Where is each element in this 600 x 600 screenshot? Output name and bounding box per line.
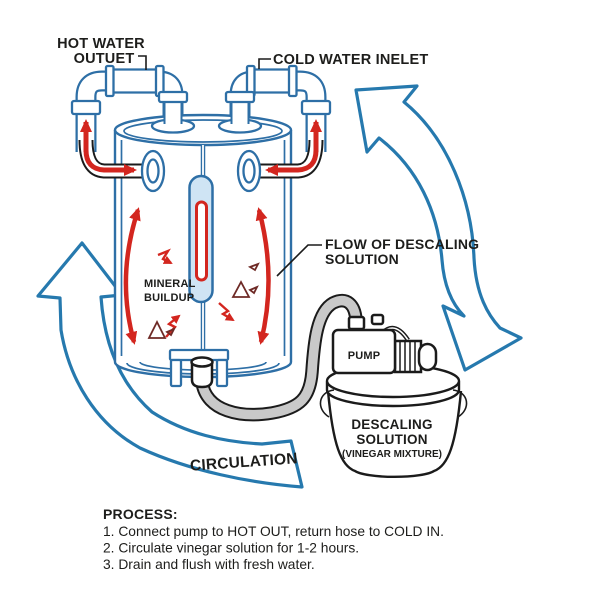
svg-text:FLOW OF DESCALING: FLOW OF DESCALING [325, 236, 479, 252]
bucket-rim-front [325, 380, 461, 408]
pump-label: PUMP [348, 350, 381, 362]
drain-hose [195, 293, 363, 422]
flow-leader-line [276, 244, 322, 277]
pump-body [331, 328, 397, 375]
svg-text:COLD WATER INELET: COLD WATER INELET [273, 52, 428, 68]
bucket-label-line1: DESCALING [351, 417, 432, 432]
svg-text:OUTUET: OUTUET [74, 51, 135, 67]
process-step: 1. Connect pump to HOT OUT, return hose … [103, 524, 444, 539]
hot-port-flow-arrow [83, 149, 137, 176]
pump: PUMP [331, 313, 438, 375]
drain-valve [168, 348, 230, 388]
process-heading: PROCESS: [103, 506, 178, 522]
svg-text:SOLUTION: SOLUTION [325, 251, 399, 267]
hot-water-pipe [70, 64, 184, 152]
bucket-label-line2: SOLUTION [356, 432, 427, 447]
element-hot-core [195, 200, 208, 282]
mineral-buildup-label: MINERAL BUILDUP [144, 278, 196, 304]
hot-water-leader-line [138, 55, 147, 70]
cold-water-pipe [229, 64, 332, 152]
hot-water-outlet-label: HOT WATER OUTUET [57, 36, 147, 70]
large-flow-arrow-right [354, 84, 523, 372]
flow-arc-left [123, 207, 141, 345]
bucket-handle-left [319, 389, 335, 418]
zigzag-arrow [157, 248, 235, 338]
flow-arc-right [255, 207, 271, 345]
svg-text:BUILDUP: BUILDUP [144, 292, 194, 304]
process-step: 3. Drain and flush with fresh water. [103, 557, 315, 572]
bucket-handle-right [452, 389, 468, 418]
cold-port-flow-arrow [265, 149, 319, 176]
delta-symbol [147, 262, 260, 339]
cold-water-inlet-label: COLD WATER INELET [258, 52, 428, 69]
pump-motor [393, 339, 438, 374]
svg-text:MINERAL: MINERAL [144, 278, 196, 290]
bucket: DESCALING SOLUTION (VINEGAR MIXTURE) [319, 380, 468, 479]
large-circulation-arrow-left [36, 241, 304, 489]
drain-nozzle [190, 356, 214, 389]
svg-text:HOT WATER: HOT WATER [57, 36, 145, 52]
bucket-label-line3: (VINEGAR MIXTURE) [342, 449, 442, 460]
left-port [140, 149, 166, 193]
cold-water-leader-line [258, 58, 271, 69]
heating-element [188, 145, 214, 354]
process-block: PROCESS: 1. Connect pump to HOT OUT, ret… [103, 506, 444, 572]
flow-of-descaling-label: FLOW OF DESCALING SOLUTION [276, 236, 479, 277]
process-step: 2. Circulate vinegar solution for 1-2 ho… [103, 541, 359, 556]
right-port [236, 149, 262, 193]
